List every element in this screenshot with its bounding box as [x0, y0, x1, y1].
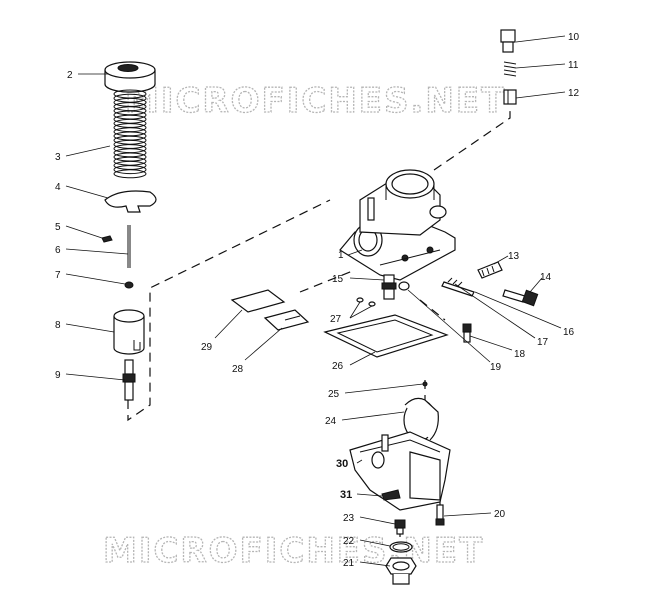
callout-25: 25	[328, 389, 340, 400]
callout-20: 20	[494, 509, 506, 520]
callout-15: 15	[332, 274, 344, 285]
callout-17: 17	[537, 337, 549, 348]
callout-22: 22	[343, 536, 355, 547]
callout-31: 31	[340, 489, 352, 501]
callout-23: 23	[343, 513, 355, 524]
watermark-bottom: MICROFICHES.NET	[103, 531, 484, 571]
part-26-gasket	[323, 314, 449, 358]
callout-30: 30	[336, 458, 348, 470]
callout-4: 4	[55, 182, 61, 193]
part-18-pilot-jet	[462, 323, 472, 343]
callout-28: 28	[232, 364, 244, 375]
assembly-line-gasket	[299, 269, 356, 293]
part-19-washer	[398, 281, 410, 291]
callout-14: 14	[540, 272, 552, 283]
watermark-top: MICROFICHES.NET	[125, 81, 506, 121]
callout-18: 18	[514, 349, 526, 360]
callout-2: 2	[67, 70, 73, 81]
callout-12: 12	[568, 88, 580, 99]
part-7-washer	[124, 281, 134, 289]
assembly-line-top	[433, 110, 511, 171]
part-15-main-jet	[381, 274, 397, 300]
callout-26: 26	[332, 361, 344, 372]
callout-11: 11	[568, 60, 579, 71]
assembly-line-jet	[419, 299, 446, 321]
part-21-drain-plug	[385, 557, 417, 585]
part-23-screw	[394, 519, 406, 535]
part-12-nut	[503, 89, 517, 105]
part-8-throttle-valve	[113, 309, 145, 355]
part-11-spring	[503, 61, 517, 77]
callout-21: 21	[343, 558, 355, 569]
callout-10: 10	[568, 32, 580, 43]
part-29-gasket	[230, 289, 286, 313]
part-28-slot	[284, 315, 301, 321]
callout-7: 7	[55, 270, 61, 281]
part-4-plate	[104, 190, 157, 213]
assembly-line-left	[127, 199, 331, 422]
callout-3: 3	[55, 152, 61, 163]
part-20-screw	[435, 504, 445, 526]
callout-6: 6	[55, 245, 61, 256]
part-30-float-bowl	[349, 431, 451, 511]
callout-13: 13	[508, 251, 520, 262]
callout-1: 1	[338, 250, 344, 261]
part-16-needle-screw	[441, 281, 475, 297]
part-24-float	[403, 397, 439, 441]
callout-8: 8	[55, 320, 61, 331]
part-13-screw	[477, 261, 503, 279]
part-25-pin	[422, 381, 428, 387]
callout-27: 27	[330, 314, 342, 325]
part-10-screw	[500, 29, 516, 53]
part-31-drain	[381, 489, 401, 501]
part-1-carburetor-body	[339, 169, 456, 281]
spring-coil	[113, 165, 147, 175]
part-6-needle	[127, 225, 131, 268]
part-3-spring	[113, 89, 147, 179]
part-9-jet	[122, 359, 136, 401]
callout-19: 19	[490, 362, 502, 373]
part-5-clip	[101, 235, 113, 243]
callout-5: 5	[55, 222, 61, 233]
part-17-spring	[447, 277, 463, 287]
callout-labels: 1 2 3 4 5 6 7 8 9 10 11 12 13 14 15 16 1…	[55, 32, 580, 569]
leader-lines	[65, 35, 566, 567]
callout-29: 29	[201, 342, 213, 353]
spring-coil	[113, 169, 147, 179]
callout-16: 16	[563, 327, 575, 338]
part-2-cap	[104, 61, 156, 93]
part-14-adjuster	[502, 289, 539, 307]
callout-24: 24	[325, 416, 337, 427]
callout-9: 9	[55, 370, 61, 381]
